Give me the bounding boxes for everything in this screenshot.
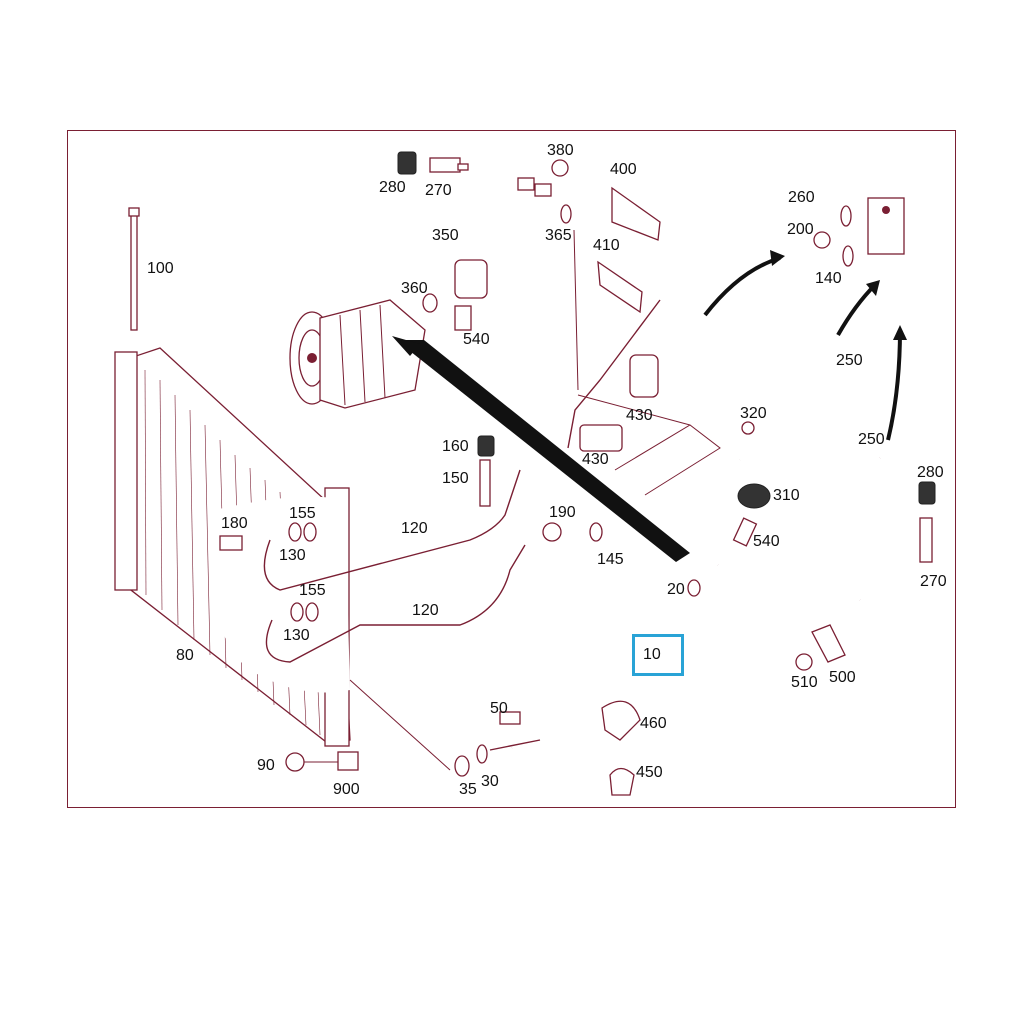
- label-90: 90: [257, 757, 275, 774]
- seal-35[interactable]: [454, 755, 470, 777]
- label-100: 100: [147, 260, 174, 277]
- seal-30[interactable]: [476, 744, 488, 764]
- label-280-right: 280: [917, 464, 944, 481]
- highlighted-part-box[interactable]: [632, 634, 684, 676]
- label-160: 160: [442, 438, 469, 455]
- label-145: 145: [597, 551, 624, 568]
- valve-540-top[interactable]: [454, 305, 472, 331]
- nut-200[interactable]: [813, 231, 831, 249]
- valve-cap-280-right[interactable]: [918, 481, 936, 505]
- label-460: 460: [640, 715, 667, 732]
- label-10-highlighted: 10: [643, 646, 661, 663]
- clamp-500[interactable]: [811, 624, 846, 663]
- grommet-310[interactable]: [737, 483, 771, 509]
- bracket-410[interactable]: [597, 260, 643, 314]
- label-365: 365: [545, 227, 572, 244]
- label-450: 450: [636, 764, 663, 781]
- seal-155b[interactable]: [290, 602, 304, 622]
- label-80: 80: [176, 647, 194, 664]
- label-130-upper: 130: [279, 547, 306, 564]
- label-120-upper: 120: [401, 520, 428, 537]
- seal-155a[interactable]: [288, 522, 302, 542]
- bolt-50[interactable]: [499, 711, 521, 725]
- compressor[interactable]: [289, 299, 426, 409]
- clamp-460[interactable]: [601, 700, 641, 741]
- seal-365[interactable]: [560, 204, 572, 224]
- label-270-right: 270: [920, 573, 947, 590]
- service-valve-270-right[interactable]: [919, 517, 933, 563]
- expansion-valve[interactable]: [867, 197, 905, 255]
- screw-320[interactable]: [741, 421, 755, 435]
- label-250-upper: 250: [836, 352, 863, 369]
- label-430-upper: 430: [626, 407, 653, 424]
- seal-360[interactable]: [422, 293, 438, 313]
- seal-130a[interactable]: [303, 522, 317, 542]
- label-360: 360: [401, 280, 428, 297]
- valve-540-mid[interactable]: [732, 517, 758, 547]
- seal-260[interactable]: [840, 205, 852, 227]
- label-400: 400: [610, 161, 637, 178]
- hose-120[interactable]: [263, 469, 526, 663]
- label-130-lower: 130: [283, 627, 310, 644]
- seal-140[interactable]: [842, 245, 854, 267]
- evaporator-hose[interactable]: [739, 320, 888, 613]
- label-180: 180: [221, 515, 248, 532]
- label-200: 200: [787, 221, 814, 238]
- nut-190[interactable]: [542, 522, 562, 542]
- label-540-mid: 540: [753, 533, 780, 550]
- label-30: 30: [481, 773, 499, 790]
- label-260: 260: [788, 189, 815, 206]
- plug-90[interactable]: [285, 752, 305, 772]
- service-valve-270[interactable]: [429, 157, 469, 173]
- nut-510[interactable]: [795, 653, 813, 671]
- clamp-430-upper[interactable]: [629, 354, 659, 398]
- label-35: 35: [459, 781, 477, 798]
- seal-20[interactable]: [687, 579, 701, 597]
- bolt-180[interactable]: [219, 535, 243, 551]
- label-500: 500: [829, 669, 856, 686]
- label-410: 410: [593, 237, 620, 254]
- washer-380[interactable]: [551, 159, 569, 177]
- label-380: 380: [547, 142, 574, 159]
- clamp-430-lower[interactable]: [579, 424, 623, 452]
- label-140: 140: [815, 270, 842, 287]
- valve-150[interactable]: [479, 459, 491, 507]
- label-190: 190: [549, 504, 576, 521]
- label-150: 150: [442, 470, 469, 487]
- label-155-lower: 155: [299, 582, 326, 599]
- clamp-450[interactable]: [609, 767, 635, 796]
- pressure-line[interactable]: [567, 299, 661, 449]
- hose-10[interactable]: [509, 563, 728, 750]
- label-540-top: 540: [463, 331, 490, 348]
- dipstick[interactable]: [128, 207, 140, 331]
- seal-130b[interactable]: [305, 602, 319, 622]
- label-350: 350: [432, 227, 459, 244]
- label-250-lower: 250: [858, 431, 885, 448]
- diagram-frame: [67, 130, 956, 808]
- label-510: 510: [791, 674, 818, 691]
- label-20: 20: [667, 581, 685, 598]
- label-310: 310: [773, 487, 800, 504]
- seal-145[interactable]: [589, 522, 603, 542]
- cap-160[interactable]: [477, 435, 495, 457]
- label-270-top: 270: [425, 182, 452, 199]
- hose-30[interactable]: [489, 739, 541, 751]
- suction-hose[interactable]: [454, 171, 552, 299]
- label-50: 50: [490, 700, 508, 717]
- bracket-400[interactable]: [611, 186, 661, 241]
- label-120-lower: 120: [412, 602, 439, 619]
- label-320: 320: [740, 405, 767, 422]
- sensor-900[interactable]: [337, 751, 359, 771]
- label-900: 900: [333, 781, 360, 798]
- label-430-lower: 430: [582, 451, 609, 468]
- valve-cap-280[interactable]: [397, 151, 417, 175]
- label-280-top: 280: [379, 179, 406, 196]
- label-155-upper: 155: [289, 505, 316, 522]
